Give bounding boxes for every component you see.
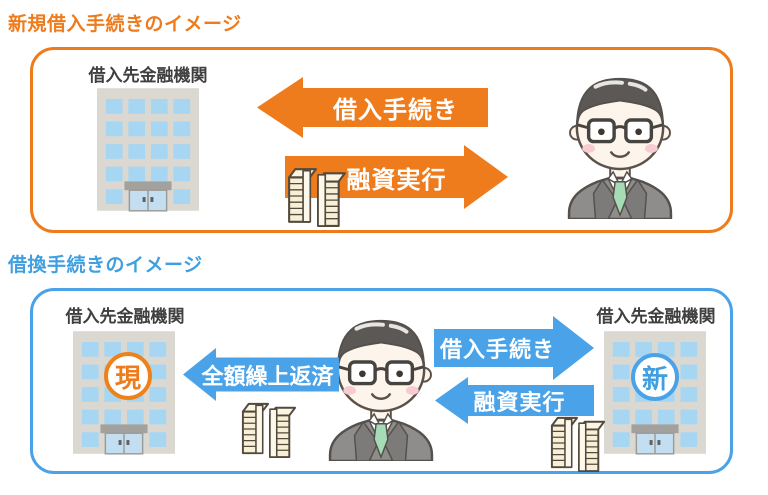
badge-current-bank: 現 <box>104 352 152 400</box>
arrow-label: 借入手続き <box>440 337 556 362</box>
bank-label: 借入先金融機関 <box>88 66 208 85</box>
businessman-icon <box>556 72 684 219</box>
left-arrow-shape <box>257 77 488 138</box>
arrow-loan-procedure: 借入手続き <box>434 316 594 380</box>
arrow-label: 全額繰上返済 <box>201 363 334 389</box>
arrow-loan-procedure: 借入手続き <box>257 77 488 138</box>
right-arrow-shape <box>434 316 594 380</box>
badge-new-bank: 新 <box>631 353 679 401</box>
arrow-label: 融資実行 <box>346 166 447 194</box>
section-title-new-loan: 新規借入手続きのイメージ <box>8 14 242 35</box>
section-title-refinance: 借換手続きのイメージ <box>8 255 203 276</box>
arrow-loan-execution: 融資実行 <box>435 377 594 424</box>
left-arrow-shape <box>435 377 594 424</box>
right-arrow-shape <box>285 145 508 209</box>
money-stack-icon <box>240 399 298 459</box>
arrow-label: 融資実行 <box>473 389 566 415</box>
money-stack-icon <box>549 412 607 474</box>
bank-building-icon <box>97 87 199 212</box>
arrow-label: 借入手続き <box>333 97 458 124</box>
arrow-loan-execution: 融資実行 <box>285 145 508 209</box>
bank-label-current: 借入先金融機関 <box>65 307 185 326</box>
arrow-full-prepayment: 全額繰上返済 <box>183 348 339 401</box>
left-arrow-shape <box>183 348 339 401</box>
money-stack-icon <box>286 164 348 228</box>
bank-label-new: 借入先金融機関 <box>596 307 716 326</box>
